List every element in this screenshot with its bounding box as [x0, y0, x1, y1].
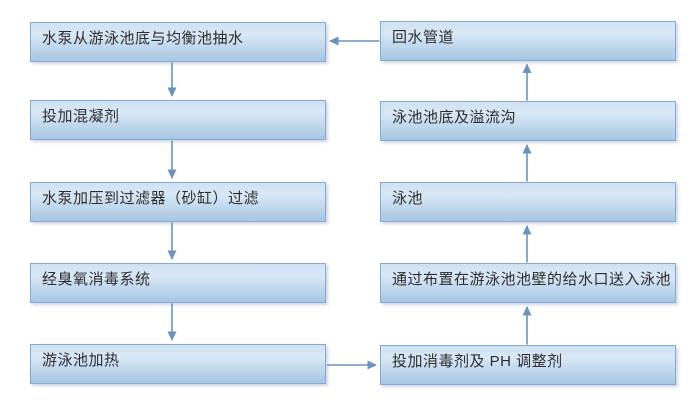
node-pump-pressurize-filter: 水泵加压到过滤器（砂缸）过滤: [30, 182, 326, 222]
node-ozone-disinfection: 经臭氧消毒系统: [30, 263, 326, 303]
node-label: 水泵从游泳池底与均衡池抽水: [42, 30, 244, 47]
node-label: 投加混凝剂: [42, 108, 120, 125]
node-label: 游泳池加热: [42, 352, 120, 369]
node-add-coagulant: 投加混凝剂: [30, 100, 326, 140]
node-label: 泳池池底及溢流沟: [392, 109, 517, 126]
node-label: 水泵加压到过滤器（砂缸）过滤: [42, 190, 260, 207]
node-label: 经臭氧消毒系统: [42, 271, 151, 288]
node-label: 通过布置在游泳池池壁的给水口送入泳池: [392, 271, 672, 288]
node-pool-heating: 游泳池加热: [30, 344, 326, 384]
node-add-disinfectant-ph: 投加消毒剂及 PH 调整剂: [380, 345, 676, 385]
node-label: 泳池: [392, 190, 424, 207]
node-inlet-to-pool: 通过布置在游泳池池壁的给水口送入泳池: [380, 263, 676, 303]
node-pool: 泳池: [380, 182, 676, 222]
node-label: 回水管道: [392, 29, 455, 46]
node-pool-bottom-overflow: 泳池池底及溢流沟: [380, 101, 676, 141]
node-label: 投加消毒剂及 PH 调整剂: [392, 353, 563, 370]
node-return-pipe: 回水管道: [380, 21, 676, 61]
node-pump-draw-water: 水泵从游泳池底与均衡池抽水: [30, 22, 326, 62]
